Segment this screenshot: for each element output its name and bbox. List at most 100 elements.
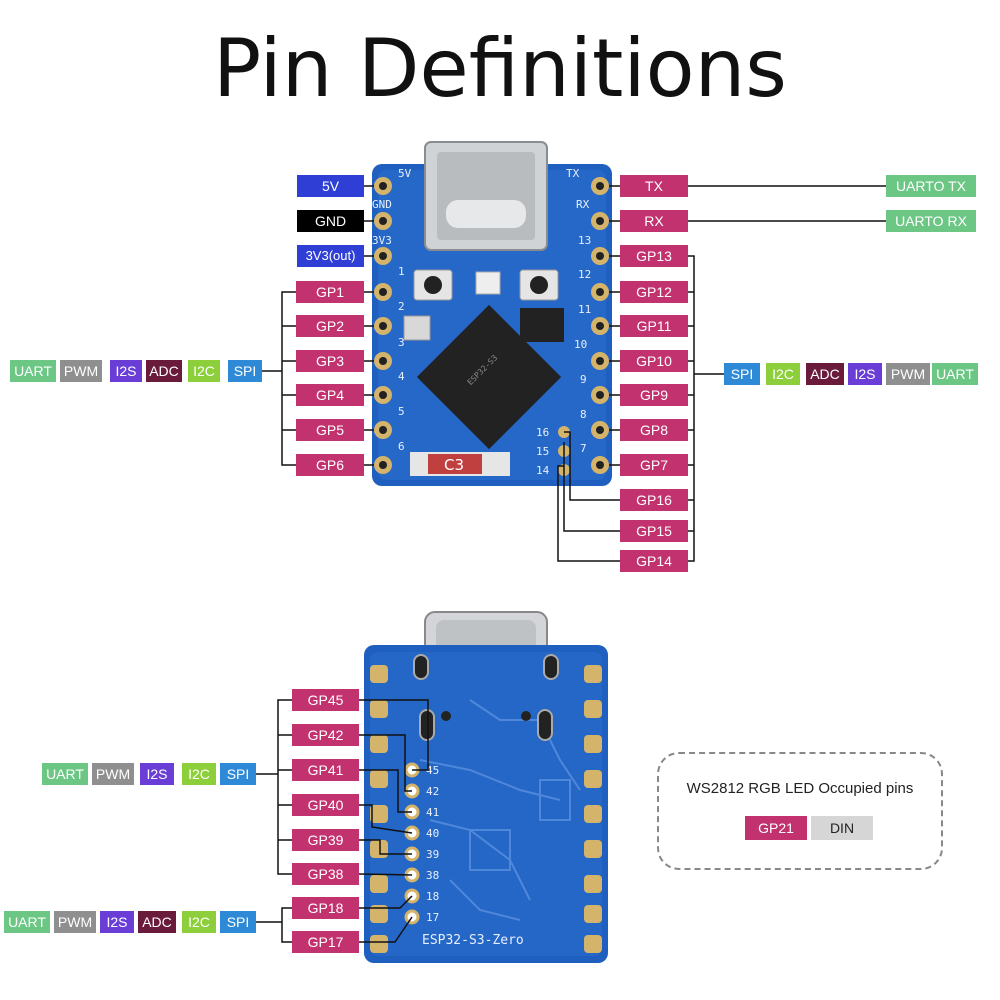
silk-b-41: 41 (426, 806, 439, 819)
tag-uart-right: UART (932, 363, 978, 385)
top-left-wires (262, 185, 374, 466)
silk-15: 15 (536, 445, 549, 458)
board-name-silk: ESP32-S3-Zero (422, 933, 524, 948)
silk-14: 14 (536, 464, 550, 477)
label-gp11: GP11 (620, 315, 688, 337)
silk-b-18: 18 (426, 890, 439, 903)
tag-spi-left: SPI (228, 360, 262, 382)
label-gp4: GP4 (296, 384, 364, 406)
tag-i2s-b2: I2S (100, 911, 134, 933)
tag-i2s-b1: I2S (140, 763, 174, 785)
silk-5: 5 (398, 405, 405, 418)
tag-pwm-left: PWM (60, 360, 102, 382)
label-gp38: GP38 (292, 863, 359, 885)
esp32-chip (416, 304, 562, 450)
tag-uart-b1: UART (42, 763, 88, 785)
silk-13: 13 (578, 234, 591, 247)
silk-tx: TX (566, 167, 580, 180)
tag-i2c-b2: I2C (182, 911, 216, 933)
label-gp5: GP5 (296, 419, 364, 441)
label-gp45: GP45 (292, 689, 359, 711)
silk-6: 6 (398, 440, 405, 453)
silk-rx: RX (576, 198, 590, 211)
label-gp1: GP1 (296, 281, 364, 303)
silk-1: 1 (398, 265, 405, 278)
tag-i2c-b1: I2C (182, 763, 216, 785)
label-gp16: GP16 (620, 489, 688, 511)
silk-b-39: 39 (426, 848, 439, 861)
label-gp39: GP39 (292, 829, 359, 851)
label-gp13: GP13 (620, 245, 688, 267)
tag-adc-b2: ADC (138, 911, 176, 933)
ws2812-title: WS2812 RGB LED Occupied pins (686, 780, 914, 797)
silk-b-40: 40 (426, 827, 439, 840)
label-gp41: GP41 (292, 759, 359, 781)
tag-i2c-left: I2C (188, 360, 220, 382)
top-right-wires (557, 185, 886, 562)
tag-pwm-b1: PWM (92, 763, 134, 785)
silk-4: 4 (398, 370, 405, 383)
regulator (520, 308, 564, 342)
label-3v3-out: 3V3(out) (297, 245, 364, 267)
label-5v: 5V (297, 175, 364, 197)
silk-11: 11 (578, 303, 591, 316)
label-gp10: GP10 (620, 350, 688, 372)
top-right-pads (591, 177, 609, 474)
tag-spi-right: SPI (724, 363, 760, 385)
label-gp42: GP42 (292, 724, 359, 746)
rgb-led (475, 271, 501, 295)
silk-7: 7 (580, 442, 587, 455)
silk-b-38: 38 (426, 869, 439, 882)
tag-i2c-right: I2C (766, 363, 800, 385)
label-gp12: GP12 (620, 281, 688, 303)
label-gp7: GP7 (620, 454, 688, 476)
tag-adc-left: ADC (146, 360, 182, 382)
silk-16: 16 (536, 426, 549, 439)
label-gp9: GP9 (620, 384, 688, 406)
tag-i2s-right: I2S (848, 363, 882, 385)
top-left-pads (374, 177, 392, 474)
page-title: Pin Definitions (213, 22, 787, 115)
tag-uart-left: UART (10, 360, 56, 382)
label-gp18: GP18 (292, 897, 359, 919)
tag-spi-b2: SPI (220, 911, 256, 933)
tag-uart-b2: UART (4, 911, 50, 933)
label-tx: TX (620, 175, 688, 197)
label-gp8: GP8 (620, 419, 688, 441)
silk-8: 8 (580, 408, 587, 421)
silk-5v: 5V (398, 167, 412, 180)
silk-12: 12 (578, 268, 591, 281)
silk-c3: C3 (444, 456, 464, 474)
bottom-right-pads (584, 665, 602, 953)
ws2812-info-box: WS2812 RGB LED Occupied pins GP21 DIN (657, 752, 943, 870)
label-gp40: GP40 (292, 794, 359, 816)
label-gp14: GP14 (620, 550, 688, 572)
label-gnd: GND (297, 210, 364, 232)
label-gp17: GP17 (292, 931, 359, 953)
label-gp15: GP15 (620, 520, 688, 542)
tag-pwm-b2: PWM (54, 911, 96, 933)
silk-10: 10 (574, 338, 587, 351)
silk-b-17: 17 (426, 911, 439, 924)
silk-3v3: 3V3 (372, 234, 392, 247)
silk-b-45: 45 (426, 764, 439, 777)
label-gp3: GP3 (296, 350, 364, 372)
label-din: DIN (811, 816, 873, 840)
silk-b-42: 42 (426, 785, 439, 798)
label-uart0-tx: UARTO TX (886, 175, 976, 197)
tag-adc-right: ADC (806, 363, 844, 385)
label-gp6: GP6 (296, 454, 364, 476)
label-gp2: GP2 (296, 315, 364, 337)
label-gp21: GP21 (745, 816, 807, 840)
bottom-left-pads (370, 665, 388, 953)
tag-i2s-left: I2S (110, 360, 142, 382)
crystal (403, 315, 431, 341)
silk-gnd: GND (372, 198, 392, 211)
label-uart0-rx: UARTO RX (886, 210, 976, 232)
silk-2: 2 (398, 300, 405, 313)
silk-3: 3 (398, 336, 405, 349)
tag-spi-b1: SPI (220, 763, 256, 785)
